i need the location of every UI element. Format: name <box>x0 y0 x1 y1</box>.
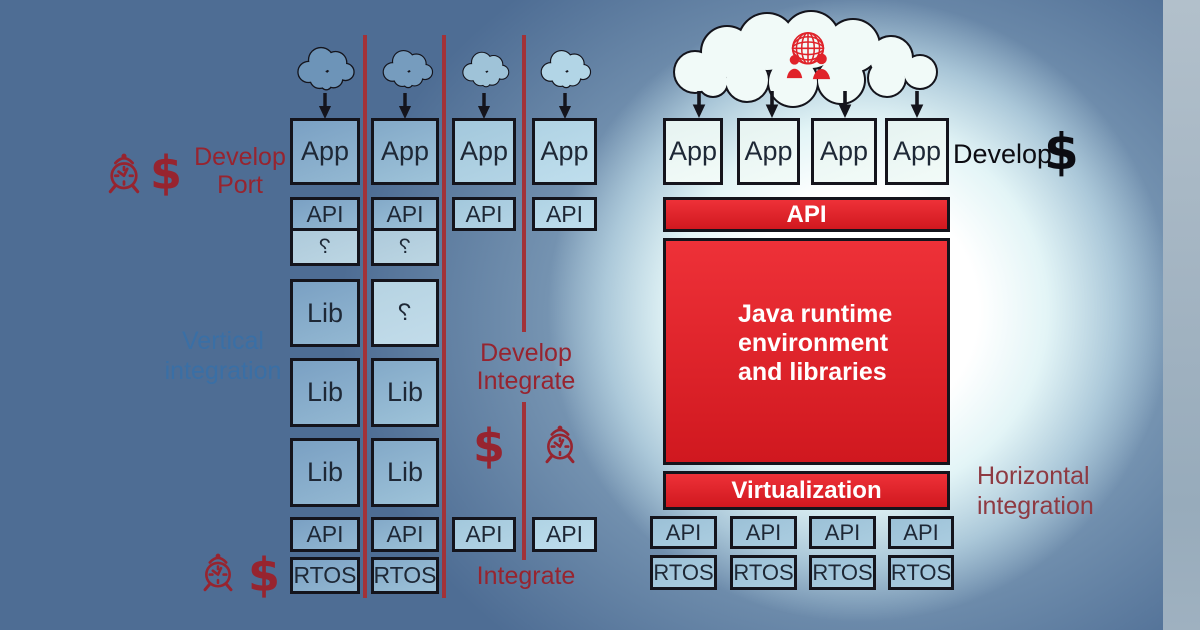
develop-integrate-line2: Integrate <box>476 367 576 395</box>
cloud-icon <box>292 40 358 96</box>
down-arrow-icon <box>762 91 782 118</box>
lib-box: Lib <box>371 358 439 427</box>
lib-box: Lib <box>290 279 360 347</box>
api-box: API <box>452 517 516 552</box>
horizontal-integration-line1: Horizontal <box>977 462 1090 490</box>
right-edge-strip <box>1163 0 1200 630</box>
app-box: App <box>885 118 949 185</box>
java-runtime-line1: Java runtime <box>738 300 893 328</box>
dollar-icon: $ <box>248 548 281 602</box>
develop-integrate-line1: Develop <box>480 339 572 367</box>
java-runtime-line2: environment <box>738 329 889 357</box>
unknown-box: ? <box>290 228 360 266</box>
down-arrow-icon <box>689 91 709 118</box>
api-bar: API <box>663 197 950 232</box>
virtualization-bar: Virtualization <box>663 471 950 510</box>
cloud-icon <box>536 44 594 93</box>
api-box: API <box>290 197 360 231</box>
develop-label: Develop <box>953 139 1053 169</box>
java-runtime-line3: and libraries <box>738 358 887 386</box>
down-arrow-icon <box>835 91 855 118</box>
api-box: API <box>809 516 876 549</box>
lib-box: Lib <box>371 438 439 507</box>
divider-line-1 <box>363 35 367 598</box>
api-box: API <box>650 516 717 549</box>
java-runtime-label: Java runtime environment and libraries <box>738 300 892 387</box>
dollar-icon: $ <box>1044 123 1079 181</box>
lib-box: Lib <box>290 438 360 507</box>
api-box: API <box>888 516 954 549</box>
api-box: API <box>532 197 597 231</box>
down-arrow-icon <box>395 93 415 119</box>
horizontal-integration-label: Horizontal integration <box>977 461 1094 521</box>
cloud-icon <box>458 46 512 92</box>
rtos-box: RTOS <box>730 555 797 590</box>
api-box: API <box>371 517 439 552</box>
app-box: App <box>663 118 723 185</box>
java-runtime-box <box>663 238 950 465</box>
develop-port-label: Develop Port <box>180 143 300 199</box>
dollar-icon: $ <box>473 419 506 473</box>
rtos-box: RTOS <box>888 555 954 590</box>
develop-port-line2: Port <box>217 171 263 199</box>
app-box: App <box>452 118 516 185</box>
divider-line-2 <box>442 35 446 598</box>
api-box: API <box>532 517 597 552</box>
api-box: API <box>371 197 439 231</box>
alarm-clock-icon <box>541 421 579 467</box>
down-arrow-icon <box>474 93 494 119</box>
develop-integrate-label: Develop Integrate <box>456 339 596 395</box>
vertical-integration-line1: Vertical <box>182 327 264 355</box>
rtos-box: RTOS <box>809 555 876 590</box>
globe-with-users-icon <box>779 30 837 82</box>
divider-line-3-bottom <box>522 402 526 560</box>
integrate-label: Integrate <box>476 562 576 590</box>
alarm-clock-icon <box>104 150 144 196</box>
app-box: App <box>290 118 360 185</box>
down-arrow-icon <box>907 91 927 118</box>
horizontal-integration-line2: integration <box>977 492 1094 520</box>
api-box: API <box>452 197 516 231</box>
app-box: App <box>532 118 597 185</box>
down-arrow-icon <box>555 93 575 119</box>
cloud-icon <box>378 44 436 93</box>
down-arrow-icon <box>315 93 335 119</box>
develop-port-line1: Develop <box>194 143 286 171</box>
rtos-box: RTOS <box>371 557 439 594</box>
api-box: API <box>730 516 797 549</box>
rtos-box: RTOS <box>650 555 717 590</box>
app-box: App <box>371 118 439 185</box>
app-box: App <box>737 118 800 185</box>
lib-box: Lib <box>290 358 360 427</box>
alarm-clock-icon <box>199 550 237 594</box>
api-box: API <box>290 517 360 552</box>
app-box: App <box>811 118 877 185</box>
vertical-integration-line2: integration <box>164 357 282 385</box>
dollar-icon: $ <box>150 146 183 200</box>
unknown-box: ? <box>371 279 439 347</box>
rtos-box: RTOS <box>290 557 360 594</box>
vertical-integration-label: Vertical integration <box>148 326 298 386</box>
divider-line-3-top <box>522 35 526 332</box>
unknown-box: ? <box>371 228 439 266</box>
